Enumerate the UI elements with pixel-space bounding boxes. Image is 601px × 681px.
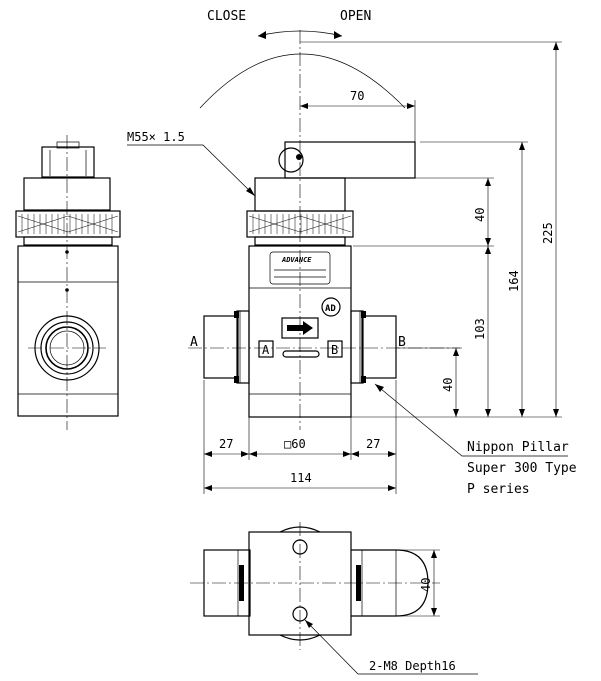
side-collar: [23, 236, 113, 246]
annotations: M55× 1.5 Nippon Pillar Super 300 Type P …: [127, 130, 577, 497]
port-a-box-label: A: [262, 343, 270, 357]
right-port-flange: [350, 310, 364, 384]
dim-handle-height: 164: [507, 270, 521, 292]
note-line2: Super 300 Type: [467, 461, 577, 476]
side-body: [17, 245, 119, 417]
port-a-box: [258, 340, 274, 358]
note-line3: P series: [467, 482, 530, 497]
rotation-arrow-left-head: [258, 31, 266, 39]
thread-leader: [127, 144, 256, 197]
svg-text:AD: AD: [325, 304, 336, 314]
dim-total-height: 225: [541, 222, 555, 244]
side-view: [15, 135, 121, 430]
dim-port-left: 27: [219, 437, 233, 451]
logo-mark: [321, 297, 341, 317]
note-line1: Nippon Pillar: [467, 440, 569, 455]
port-b-box-label: B: [331, 343, 338, 357]
rotation-arrow-right-head: [334, 31, 342, 39]
left-port-flange: [236, 310, 250, 384]
handle-pivot: [278, 147, 304, 173]
dimensions: 70 40 103 40 164 225: [203, 41, 562, 494]
side-knurl-pattern: [17, 214, 119, 234]
port-b-box: [327, 340, 343, 358]
close-label: CLOSE: [207, 9, 246, 24]
dim-body-height: 103: [473, 318, 487, 340]
open-label: OPEN: [340, 9, 371, 24]
slot-mark: [282, 350, 320, 358]
dim-body-square: □60: [284, 437, 306, 451]
bottom-note-leader: [304, 619, 478, 675]
front-view: ADVANCE AD A B A B: [188, 30, 460, 430]
dim-cap-height: 40: [473, 208, 487, 222]
dim-port-right: 27: [366, 437, 380, 451]
dim-port-height: 40: [441, 378, 455, 392]
side-stem: [41, 146, 95, 178]
bottom-note: 2-M8 Depth16: [369, 659, 456, 673]
handle-swing-arc: [199, 53, 406, 109]
side-knurled-nut: [15, 210, 121, 238]
dim-handle-length: 70: [350, 89, 364, 103]
rotation-indicator: CLOSE OPEN: [199, 9, 406, 109]
port-b-label: B: [398, 335, 406, 350]
brand-text: ADVANCE: [281, 256, 312, 264]
left-port-fitting: [203, 315, 239, 379]
handle-lever: [284, 141, 416, 179]
port-a-label: A: [190, 335, 198, 350]
dim-overall-width: 114: [290, 471, 312, 485]
note-leader: [374, 383, 568, 457]
thread-label: M55× 1.5: [127, 130, 185, 144]
side-stem-top: [56, 141, 80, 149]
bottom-view: 40 2-M8 Depth16: [190, 522, 478, 675]
right-port-fitting: [361, 315, 397, 379]
dim-bottom-depth: 40: [419, 578, 433, 592]
